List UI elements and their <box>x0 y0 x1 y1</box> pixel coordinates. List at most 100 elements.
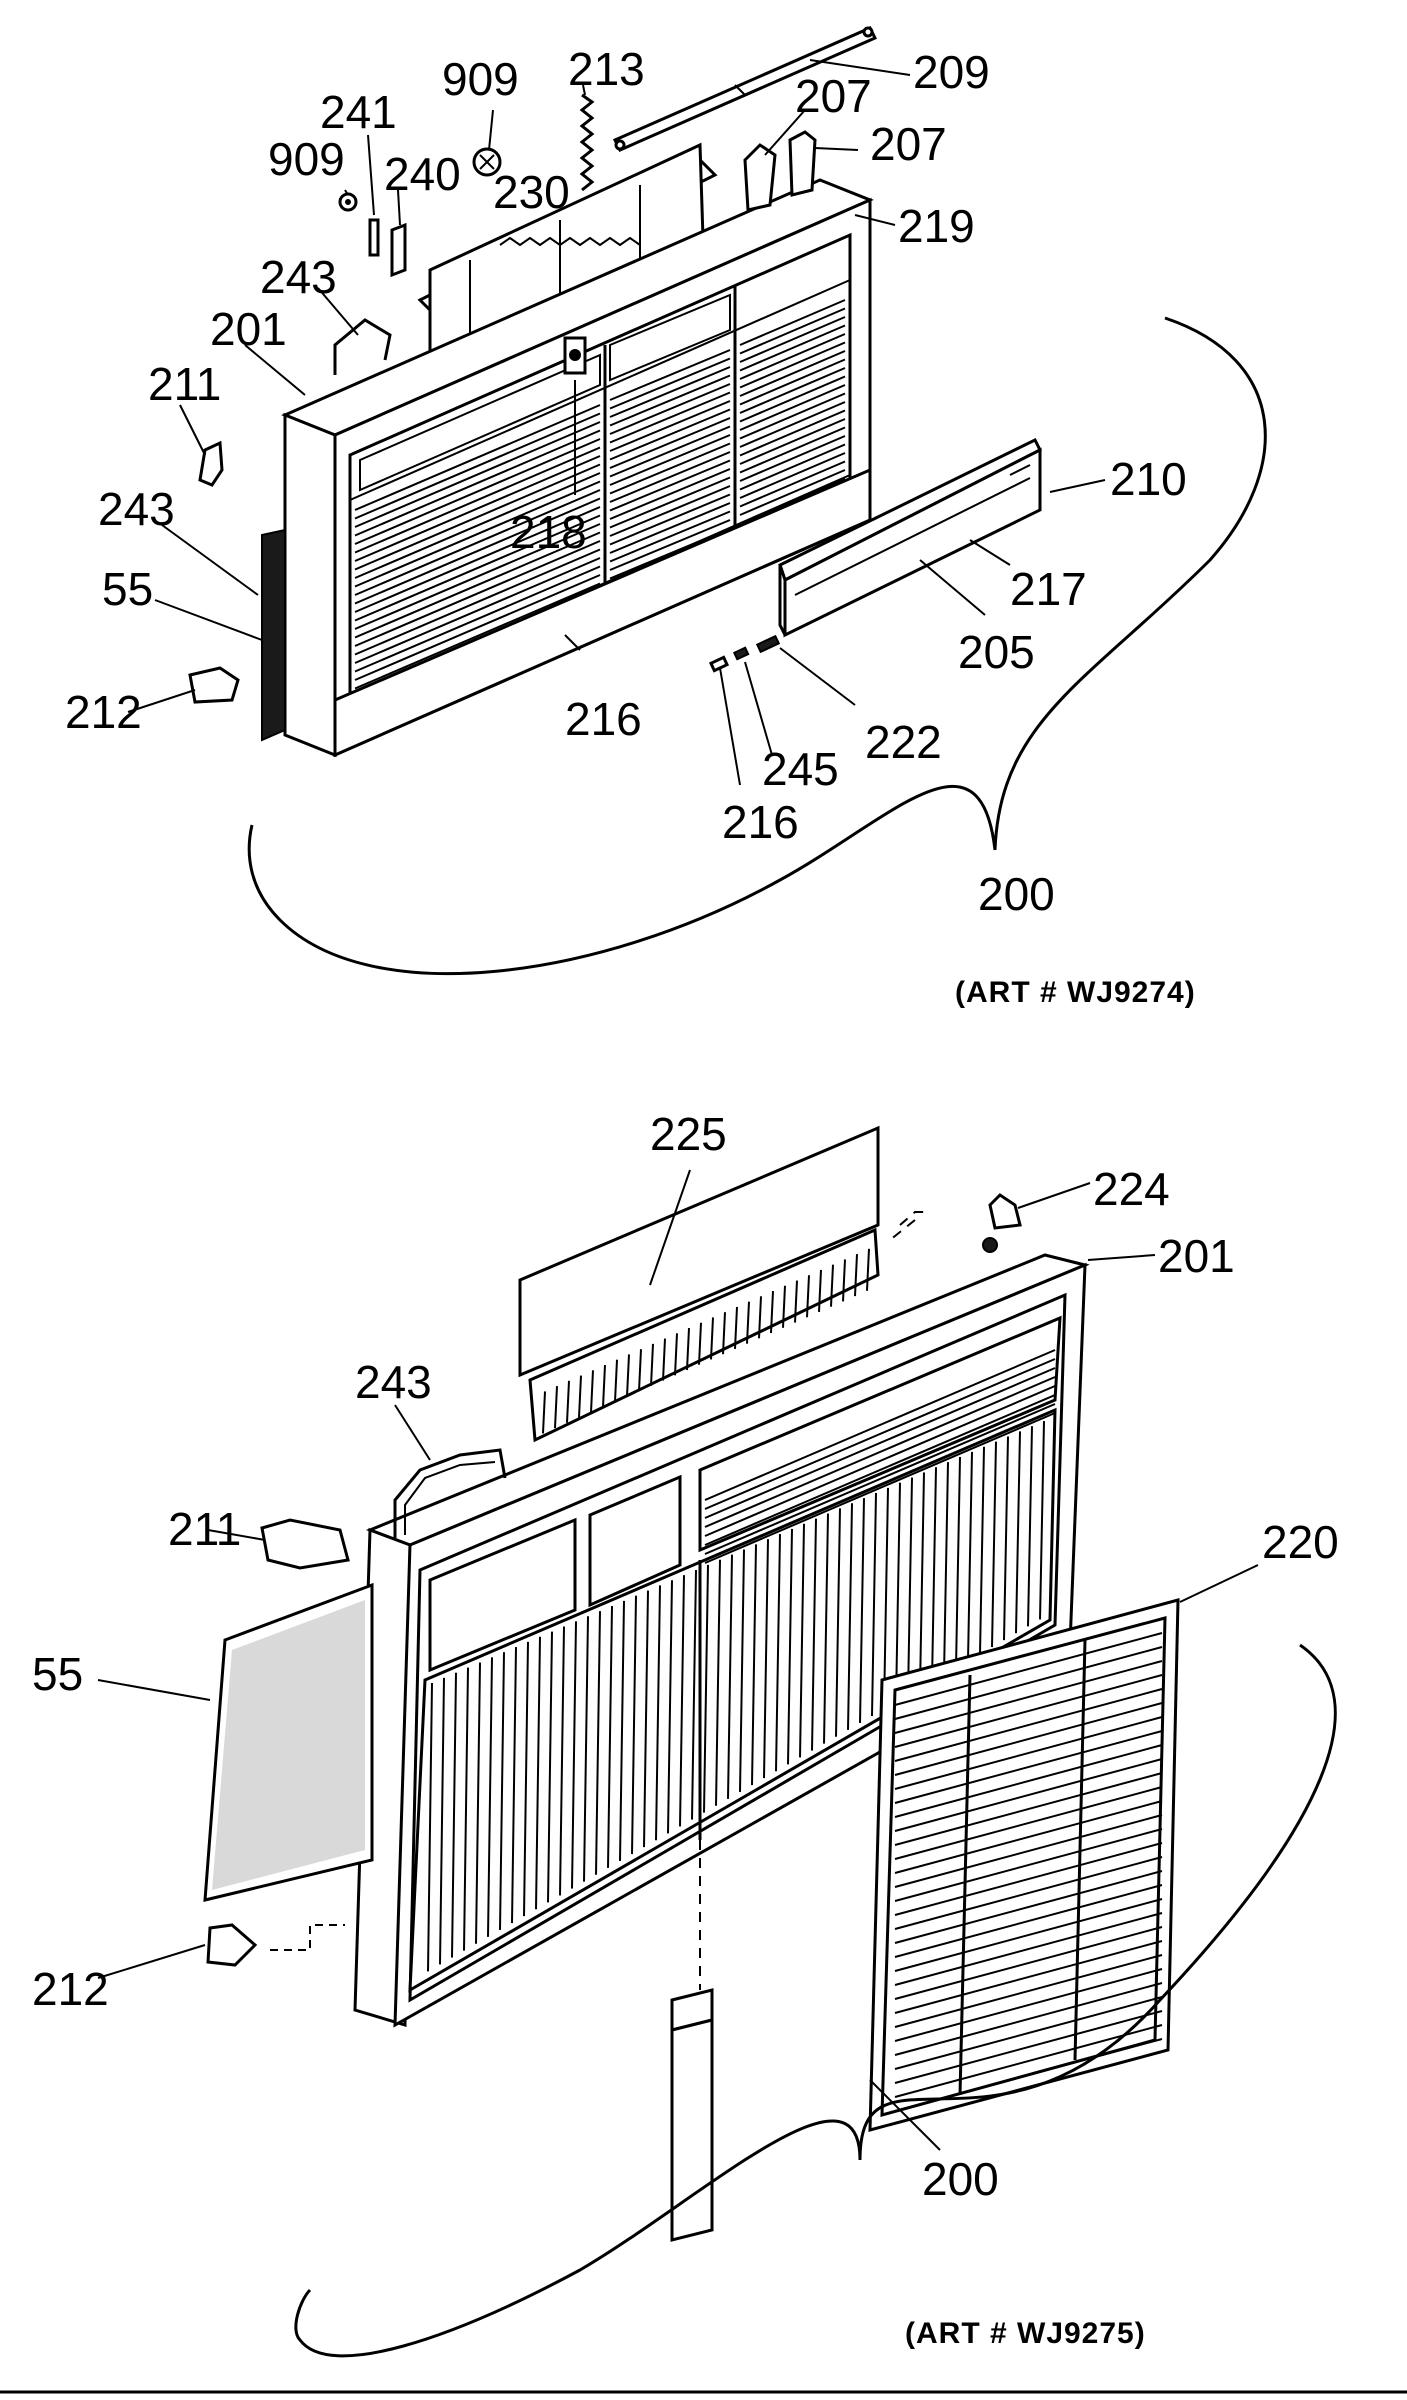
brace-200 <box>247 316 1267 976</box>
grille-bar <box>894 1772 1163 1846</box>
small-fasteners <box>333 147 502 375</box>
louver-slat <box>739 418 846 465</box>
louver-slat <box>703 1564 709 1813</box>
label-222: 222 <box>865 716 942 768</box>
louver-slat <box>770 1291 774 1334</box>
louver-slat <box>354 455 601 562</box>
knob-224 <box>982 1193 1022 1253</box>
louver-slat <box>691 1569 697 1820</box>
louver-slat <box>739 333 846 380</box>
louver-slat <box>931 1467 937 1682</box>
louver-slat <box>439 1677 445 1965</box>
grille-bar <box>894 1632 1163 1706</box>
louver-slat <box>739 460 846 508</box>
louver-slat <box>847 1503 853 1730</box>
label-200: 200 <box>978 868 1055 920</box>
louver-slat <box>354 531 601 639</box>
louver-slat <box>487 1657 493 1937</box>
louver-slat <box>542 1391 546 1434</box>
louver-slat <box>1039 1421 1045 1620</box>
louver-slat <box>609 434 731 486</box>
label-243: 243 <box>98 483 175 535</box>
label-243: 243 <box>260 251 337 303</box>
louver-slat <box>739 409 846 457</box>
grille-bar <box>894 1758 1163 1832</box>
label-245: 245 <box>762 743 839 795</box>
louver-slat <box>609 510 731 563</box>
louver-slat <box>871 1492 877 1717</box>
louver-slat <box>1015 1431 1021 1634</box>
louver-slat <box>919 1472 925 1689</box>
label-201: 201 <box>210 303 287 355</box>
louver-slat <box>739 316 846 363</box>
diagram-wj9275: 225 224 201 243 211 220 55 212 200 (ART … <box>32 1108 1339 2358</box>
grille-220-louvers <box>894 1632 1163 2112</box>
louver-slat <box>866 1248 870 1291</box>
label-220: 220 <box>1262 1516 1339 1568</box>
louver-slat <box>787 1528 793 1765</box>
louver-slat <box>354 480 601 588</box>
label-55: 55 <box>102 563 153 615</box>
louver-slat <box>354 421 601 528</box>
louver-slat <box>727 1554 733 1799</box>
label-243: 243 <box>355 1356 432 1408</box>
louver-slat <box>609 400 731 452</box>
label-909: 909 <box>268 133 345 185</box>
grille-bar <box>894 1996 1163 2070</box>
louver-slat <box>609 519 731 571</box>
label-218: 218 <box>510 506 587 558</box>
clip-211 <box>260 1518 350 1570</box>
louver-slat <box>704 1412 1056 1564</box>
louver-slat <box>547 1631 553 1903</box>
label-216: 216 <box>565 693 642 745</box>
slide-bar-209 <box>612 26 878 152</box>
louver-slat <box>607 1605 613 1868</box>
label-200: 200 <box>922 2153 999 2205</box>
grille-bar <box>894 1898 1163 1972</box>
louver-slat <box>704 1376 1056 1528</box>
bracket-243 <box>393 1448 507 1540</box>
louver-slat <box>818 1269 822 1313</box>
louver-slat <box>739 477 846 525</box>
louver-slat <box>566 1380 570 1423</box>
label-210: 210 <box>1110 453 1187 505</box>
louver-slat <box>619 1600 625 1861</box>
louver-slat <box>739 341 846 389</box>
louver-slat <box>806 1275 810 1318</box>
louver-slat <box>609 459 731 512</box>
louver-slat <box>354 489 601 596</box>
louver-slat <box>499 1652 505 1930</box>
louver-slat <box>782 1285 786 1328</box>
louver-slat <box>739 299 846 346</box>
grille-bar <box>894 1702 1163 1776</box>
label-212: 212 <box>65 686 142 738</box>
clip-211 <box>198 440 224 487</box>
louver-slat <box>354 565 601 673</box>
grille-bar <box>894 1856 1163 1930</box>
louver-slat <box>883 1487 889 1710</box>
grille-bar <box>894 1786 1163 1860</box>
louver-slat <box>595 1611 601 1875</box>
brace-200 <box>294 1643 1337 2358</box>
louver-slat <box>679 1575 685 1827</box>
louver-slat <box>739 443 846 491</box>
louver-slat <box>715 1559 721 1806</box>
label-909: 909 <box>442 53 519 105</box>
label-241: 241 <box>320 86 397 138</box>
louver-slat <box>739 324 846 372</box>
grille-bar <box>894 1828 1163 1902</box>
louver-slat <box>704 1385 1056 1537</box>
label-225: 225 <box>650 1108 727 1160</box>
louver-slat <box>354 557 601 664</box>
louver-slat <box>739 426 846 474</box>
center-bar <box>670 1988 714 2242</box>
louver-slat <box>643 1590 649 1848</box>
louver-slat <box>354 404 601 511</box>
grille-bar <box>894 1800 1163 1874</box>
louver-slat <box>734 1306 738 1349</box>
louver-slat <box>559 1626 565 1896</box>
grille-bar <box>894 1730 1163 1804</box>
louver-slat <box>667 1580 673 1834</box>
louver-slat <box>609 383 731 435</box>
louver-slat <box>739 435 846 482</box>
